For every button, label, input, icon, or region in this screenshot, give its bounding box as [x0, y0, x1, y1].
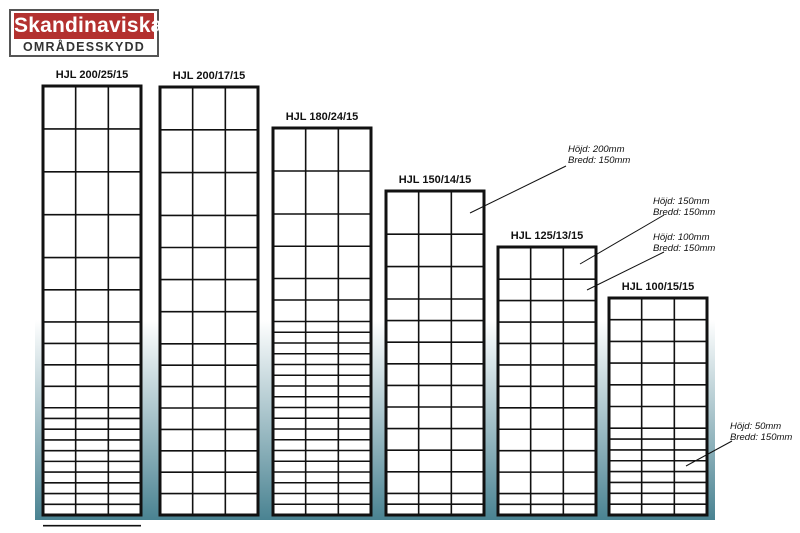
panel-3: HJL 180/24/15: [271, 111, 373, 517]
panel-fill: [43, 86, 141, 515]
panel-fill: [386, 191, 484, 515]
panel-2: HJL 200/17/15: [158, 70, 260, 517]
panel-label: HJL 100/15/15: [622, 281, 695, 293]
panel-label: HJL 125/13/15: [511, 230, 584, 242]
panel-fill: [160, 87, 258, 515]
callout-height: Höjd: 150mm: [653, 196, 710, 207]
panel-1: HJL 200/25/15: [41, 69, 143, 527]
callout-width: Bredd: 150mm: [653, 243, 715, 254]
panel-label: HJL 150/14/15: [399, 174, 472, 186]
logo-brand-name: Skandinaviska: [14, 13, 163, 39]
callout-height: Höjd: 100mm: [653, 232, 710, 243]
panel-4: HJL 150/14/15: [384, 174, 486, 517]
panel-frame: [384, 189, 486, 517]
leader-line: [685, 440, 733, 467]
panel-frame: [496, 245, 598, 517]
panel-label: HJL 200/17/15: [173, 70, 246, 82]
callout-width: Bredd: 150mm: [653, 207, 715, 218]
background-gradient: [35, 320, 715, 520]
callout-width: Bredd: 150mm: [568, 155, 630, 166]
leader-line: [586, 251, 665, 291]
panel-frame: [607, 296, 709, 517]
brand-logo: Skandinaviska OMRÅDESSKYDD: [9, 9, 163, 57]
panel-5: HJL 125/13/15: [496, 230, 598, 517]
logo-tagline: OMRÅDESSKYDD: [22, 40, 146, 54]
leader-line: [469, 165, 567, 214]
panel-label: HJL 180/24/15: [286, 111, 359, 123]
panel-6: HJL 100/15/15: [607, 281, 709, 517]
callout-height: Höjd: 200mm: [568, 144, 625, 155]
panel-fill: [498, 247, 596, 515]
callout-width: Bredd: 150mm: [730, 432, 792, 443]
panel-label: HJL 200/25/15: [56, 69, 129, 81]
callout-height: Höjd: 50mm: [730, 421, 781, 432]
leader-line: [579, 214, 665, 265]
panel-frame: [41, 84, 143, 517]
panel-frame: [158, 85, 260, 517]
panel-frame: [271, 126, 373, 517]
